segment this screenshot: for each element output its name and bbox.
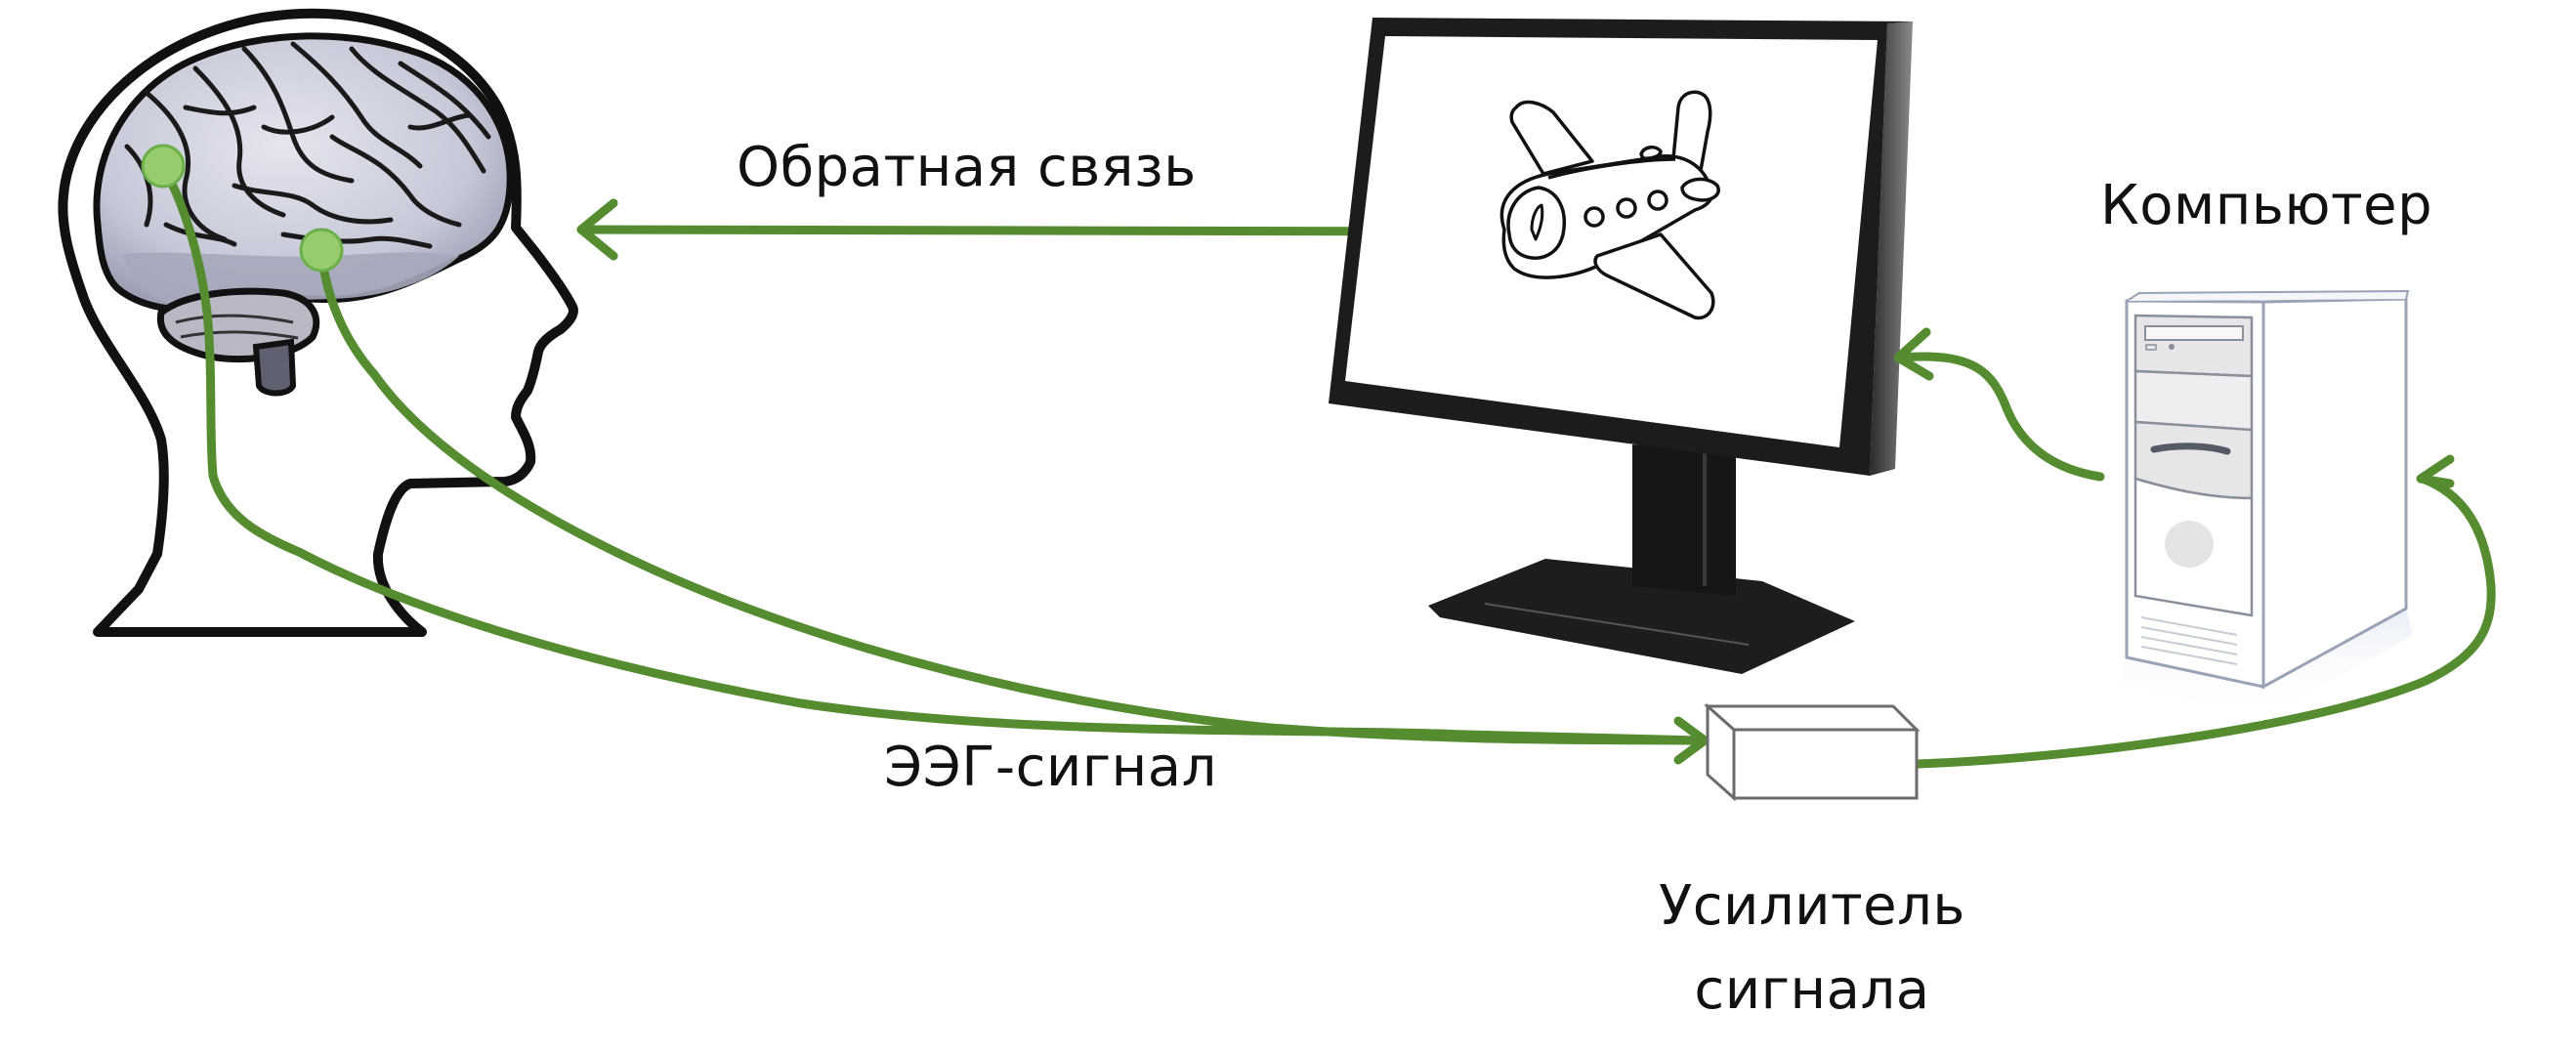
computer-tower [2120,289,2413,718]
airplane-icon [1499,90,1720,320]
head-illustration [58,8,578,637]
monitor-neck [1632,444,1736,596]
amplifier-label-line-2: сигнала [1694,958,1930,1022]
electrode-2 [299,228,344,273]
computer-to-monitor-arrow [1893,327,2105,482]
computer-label: Компьютер [2100,174,2433,237]
electrode-1 [141,144,186,189]
monitor [1329,18,1913,674]
head-outline [58,8,578,637]
eeg-wire-2 [317,246,1705,745]
brain-stem [252,338,297,397]
eeg-signal-label: ЭЭГ-сигнал [884,736,1217,799]
amplifier-to-computer-arrow [1913,454,2496,769]
brain-folds [124,41,491,249]
feedback-arrow [576,198,1485,261]
amplifier-label: Усилитель сигнала [1622,865,2003,1033]
feedback-label: Обратная связь [737,136,1197,199]
amplifier-box [1704,702,1921,802]
amplifier-label-line-1: Усилитель [1659,874,1965,938]
arrowhead-to-amplifier [1673,716,1710,765]
eeg-wires [158,163,1710,765]
